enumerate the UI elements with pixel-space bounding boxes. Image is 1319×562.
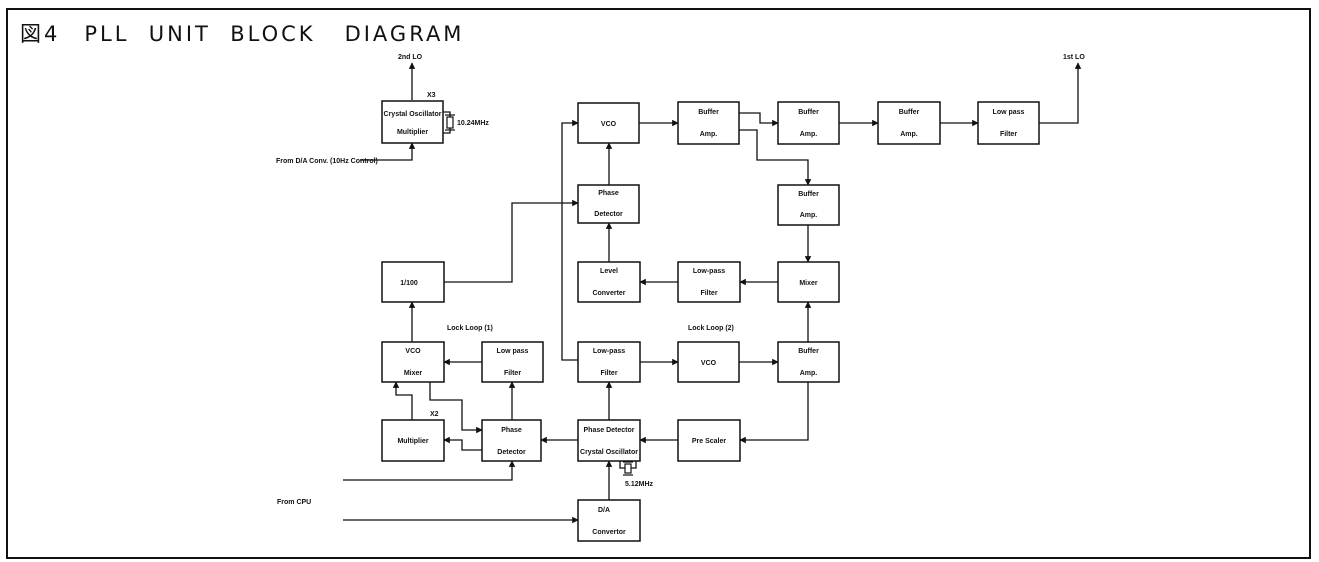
label-lpf-mid-top: Low-pass [693, 268, 725, 275]
label-lpf-out-top: Low pass [993, 109, 1025, 116]
wire-buffer1-buffer2 [739, 112, 779, 127]
wire-buffer-prescaler [739, 382, 809, 444]
label-buffer1-bottom: Amp. [700, 131, 718, 138]
wire-mult-vcomixer [392, 381, 413, 420]
label-lpf-loop2-top: Low-pass [593, 348, 625, 355]
label-vco-mixer-bottom: Mixer [404, 370, 423, 377]
block-buffer-side: Buffer Amp. [777, 184, 840, 226]
block-multiplier: Multiplier [381, 419, 445, 462]
label-level: Level [600, 268, 618, 275]
label-buffer2-top: Buffer [798, 109, 819, 116]
label-lpf-mid-bottom: Filter [700, 290, 717, 297]
label-converter: Converter [592, 290, 625, 297]
label-lpf-loop1-bottom: Filter [504, 370, 521, 377]
label-lpf-loop1-top: Low pass [497, 348, 529, 355]
block-pd-crystal-osc: Phase Detector Crystal Oscillator [577, 419, 641, 462]
label-buffer-side-bottom: Amp. [800, 212, 818, 219]
label-div100: 1/100 [400, 280, 418, 287]
label-phase-det1-bottom: Detector [497, 449, 526, 456]
block-buffer2: Buffer Amp. [777, 101, 840, 145]
wire-lpf2-vco [561, 119, 579, 361]
label-buffer3-bottom: Amp. [900, 131, 918, 138]
block-lpf-out: Low pass Filter [977, 101, 1040, 145]
label-multiplier: Multiplier [397, 129, 428, 136]
block-vco2: VCO [677, 341, 740, 383]
label-pd-xtal-top: Phase Detector [584, 427, 635, 434]
label-crystal-osc: Crystal Oscillator [384, 111, 442, 118]
block-buffer1: Buffer Amp. [677, 101, 740, 145]
block-vco-mixer: VCO Mixer [381, 341, 445, 383]
label-vco-top: VCO [601, 121, 617, 128]
block-da-convertor: D/A Convertor [577, 499, 641, 542]
block-lpf-mid: Low-pass Filter [677, 261, 741, 303]
block-level-converter: Level Converter [577, 261, 641, 303]
label-da: D/A [598, 507, 610, 514]
label-convertor: Convertor [592, 529, 626, 536]
label-phase-det-top: Phase [598, 190, 619, 197]
block-lpf-loop1: Low pass Filter [481, 341, 544, 383]
label-buffer2-bottom: Amp. [800, 131, 818, 138]
label-lpf-out-bottom: Filter [1000, 131, 1017, 138]
diagram-title: 図4 PLL UNIT BLOCK DIAGRAM [20, 22, 465, 46]
block-mixer: Mixer [777, 261, 840, 303]
signal-wires [343, 62, 1082, 524]
block-phase-detector-top: Phase Detector [577, 184, 640, 224]
note-from-cpu: From CPU [277, 499, 311, 506]
label-prescaler: Pre Scaler [692, 438, 727, 445]
block-divider-100: 1/100 [381, 261, 445, 303]
wire-div-phasedet [444, 199, 579, 283]
wire-left-phasedet1 [343, 460, 516, 481]
note-lock-loop2: Lock Loop (2) [688, 325, 734, 332]
block-buffer-loop2: Buffer Amp. [777, 341, 840, 383]
block-buffer3: Buffer Amp. [877, 101, 941, 145]
label-pd-xtal-bottom: Crystal Oscillator [580, 449, 638, 456]
note-crystal-5: 5.12MHz [625, 481, 654, 488]
wire-vcomixer-pd1 [429, 382, 483, 434]
label-mixer: Mixer [799, 280, 818, 287]
label-buffer-loop2-bottom: Amp. [800, 370, 818, 377]
note-crystal-10: 10.24MHz [457, 120, 489, 127]
note-first-lo: 1st LO [1063, 54, 1085, 61]
label-buffer-side-top: Buffer [798, 191, 819, 198]
label-multiplier-block: Multiplier [397, 438, 428, 445]
label-phase-det1-top: Phase [501, 427, 522, 434]
block-vco-top: VCO [577, 102, 640, 144]
label-vco-mixer-top: VCO [405, 348, 421, 355]
block-crystal-osc-mult: Crystal Oscillator Multiplier [381, 100, 444, 144]
label-phase-det-top-2: Detector [594, 211, 623, 218]
note-second-lo: 2nd LO [398, 54, 423, 61]
label-buffer-loop2-top: Buffer [798, 348, 819, 355]
block-phase-detector-loop1: Phase Detector [481, 419, 542, 462]
label-buffer1-top: Buffer [698, 109, 719, 116]
diagram-frame [6, 8, 1311, 559]
wire-pd1-mult [443, 436, 482, 451]
crystal-10-symbol [445, 114, 455, 131]
note-x2: X2 [430, 411, 439, 418]
label-lpf-loop2-bottom: Filter [600, 370, 617, 377]
note-lock-loop1: Lock Loop (1) [447, 325, 493, 332]
note-x3: X3 [427, 92, 436, 99]
label-vco2: VCO [701, 360, 717, 367]
block-prescaler: Pre Scaler [677, 419, 741, 462]
label-buffer3-top: Buffer [899, 109, 920, 116]
wire-first-lo [1039, 62, 1082, 124]
wire-buffer1-side [739, 129, 812, 186]
wire-from-da-conv [360, 142, 416, 161]
note-from-da: From D/A Conv. (10Hz Control) [276, 158, 378, 165]
crystal-5-symbol [623, 461, 633, 476]
block-lpf-loop2: Low-pass Filter [577, 341, 641, 383]
